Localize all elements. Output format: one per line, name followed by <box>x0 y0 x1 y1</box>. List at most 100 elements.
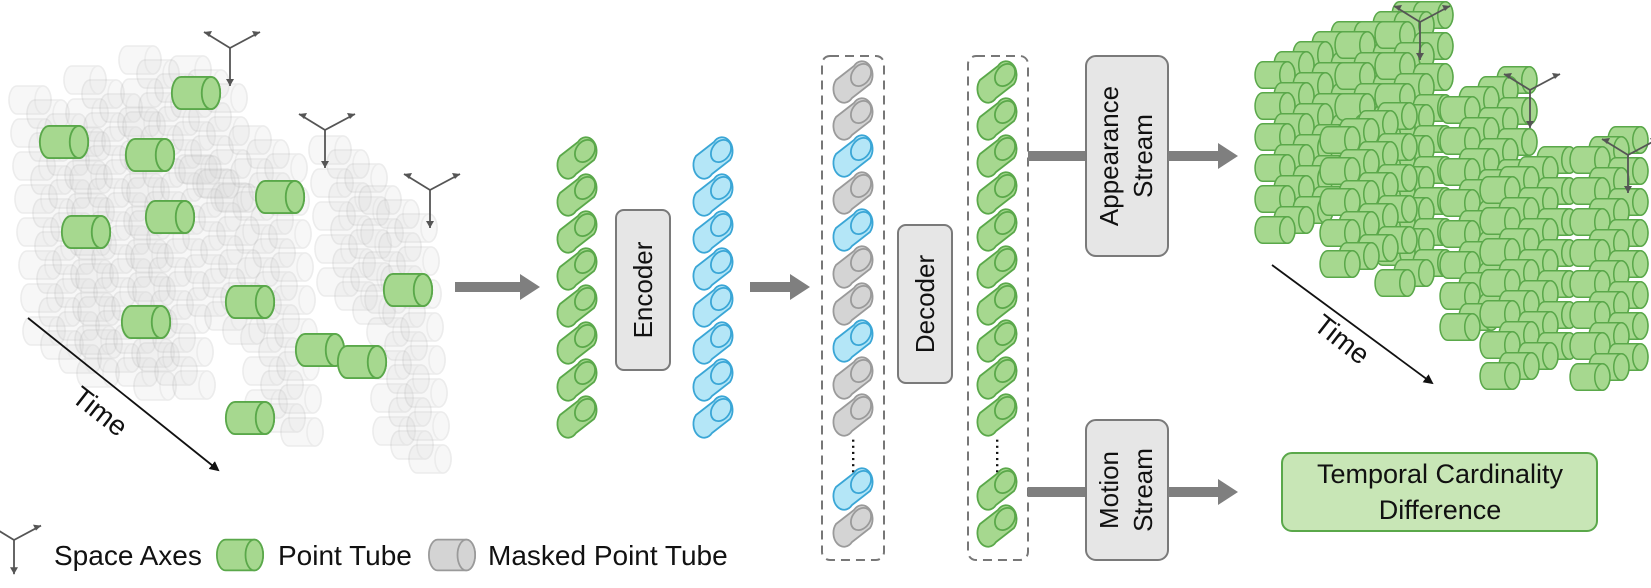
decoder-output-dashed-box <box>967 55 1029 561</box>
appearance-label-line1: Appearance <box>1094 86 1124 226</box>
space-axes-icon <box>298 113 356 168</box>
space-axes-icon <box>0 524 42 575</box>
masked-point-tube-icon <box>87 178 131 208</box>
point-tube-icon <box>832 319 874 363</box>
point-tube-icon <box>1374 51 1416 81</box>
point-tube-icon <box>1319 187 1361 217</box>
point-tube-icon <box>1479 361 1521 391</box>
masked-point-tube-icon <box>402 345 446 375</box>
masked-point-tube-icon <box>268 219 312 249</box>
masked-point-tube-icon <box>178 155 222 185</box>
point-tube-icon <box>556 210 598 254</box>
point-tube-icon <box>976 208 1018 252</box>
point-tube-icon <box>976 356 1018 400</box>
masked-point-tube-icon <box>148 257 192 287</box>
point-tube-icon <box>1588 259 1630 289</box>
masked-point-tube-icon <box>200 235 244 265</box>
masked-point-tube-icon <box>312 201 356 231</box>
masked-point-tube-icon <box>832 504 874 548</box>
masked-point-tube-icon <box>218 249 262 279</box>
masked-point-tube-icon <box>75 263 119 293</box>
masked-point-tube-icon <box>210 182 254 212</box>
point-tube-icon <box>60 214 112 250</box>
point-tube-icon <box>1319 218 1361 248</box>
masked-point-tube-icon <box>272 285 316 315</box>
tcd-label-line2: Difference <box>1379 495 1502 525</box>
sampled-point-tubes <box>38 75 434 436</box>
masked-point-tube-icon <box>196 169 240 199</box>
masked-point-tube-icon <box>206 116 250 146</box>
point-tube-icon <box>1569 176 1611 206</box>
masked-point-tube-icon <box>16 217 60 247</box>
point-tube-icon <box>1319 156 1361 186</box>
masked-point-tube-icon <box>428 538 476 572</box>
masked-point-tube-icon <box>832 245 874 289</box>
masked-point-tube-icon <box>164 238 208 268</box>
masked-point-tube-icon <box>172 370 216 400</box>
point-tube-icon <box>1479 237 1521 267</box>
point-tube-icon <box>1319 125 1361 155</box>
encoder-input-tubes <box>556 136 598 439</box>
masked-point-tube-icon <box>198 202 242 232</box>
point-tube-icon <box>976 467 1018 511</box>
masked-point-tube-icon <box>156 106 200 136</box>
masked-point-tube-icon <box>204 83 248 113</box>
masked-point-tube-icon <box>133 371 177 401</box>
masked-point-tube-icon <box>136 59 180 89</box>
masked-point-tube-icon <box>118 45 162 75</box>
masked-point-tube-icon <box>348 229 392 259</box>
masked-point-tube-icon <box>18 250 62 280</box>
point-tube-icon <box>692 284 734 328</box>
masked-point-tube-icon <box>20 283 64 313</box>
masked-point-tube-icon <box>190 135 234 165</box>
point-tube-icon <box>294 332 346 368</box>
masked-point-tube-icon <box>174 154 218 184</box>
masked-point-tube-icon <box>105 192 149 222</box>
decoder-box <box>897 224 953 384</box>
masked-point-tube-icon <box>330 215 374 245</box>
space-axes-icon <box>0 524 42 575</box>
masked-point-tube-icon <box>52 245 96 275</box>
masked-point-tube-icon <box>56 311 100 341</box>
masked-point-tube-icon <box>192 168 236 198</box>
masked-point-tube-icon <box>228 125 272 155</box>
masked-point-tube-icon <box>378 232 422 262</box>
point-tube-icon <box>692 173 734 217</box>
masked-point-tube-icon <box>406 411 450 441</box>
point-tube-icon <box>224 284 276 320</box>
point-tube-icon <box>976 60 1018 104</box>
masked-point-tube-icon <box>246 139 290 169</box>
point-tube-icon <box>1479 175 1521 205</box>
space-axes-icon <box>203 31 261 86</box>
point-tube-icon <box>1374 268 1416 298</box>
motion-label-line1: Motion <box>1094 451 1124 529</box>
time-label-left: Time <box>66 380 133 442</box>
masked-point-tube-icon <box>832 171 874 215</box>
point-tube-icon <box>120 304 172 340</box>
masked-point-tube-icon <box>316 267 360 297</box>
masked-point-tube-icon <box>99 93 143 123</box>
masked-point-tube-icon <box>79 329 123 359</box>
point-tube-icon <box>1569 300 1611 330</box>
masked-point-tube-icon <box>428 538 476 572</box>
point-tube-icon <box>38 124 90 160</box>
masked-point-tube-icon <box>832 97 874 141</box>
masked-point-tube-icon <box>278 384 322 414</box>
appearance-label-line2: Stream <box>1128 114 1158 198</box>
point-tube-icon <box>556 136 598 180</box>
point-tube-icon <box>216 538 264 572</box>
arrow-to-decoder <box>750 274 810 300</box>
masked-point-tube-icon <box>74 325 118 355</box>
point-tube-icon <box>382 272 434 308</box>
masked-point-tube-icon <box>366 317 410 347</box>
masked-point-tube-icon <box>130 243 174 273</box>
point-tube-icon <box>1273 112 1315 142</box>
point-tube-icon <box>144 199 196 235</box>
masked-point-tube-icon <box>77 296 121 326</box>
legend: Space Axes Point Tube Masked Point Tube <box>0 524 728 575</box>
point-tube-icon <box>216 538 264 572</box>
point-tube-icon <box>556 284 598 328</box>
space-axes-icon <box>1503 73 1561 128</box>
arrow-to-encoder <box>455 274 540 300</box>
